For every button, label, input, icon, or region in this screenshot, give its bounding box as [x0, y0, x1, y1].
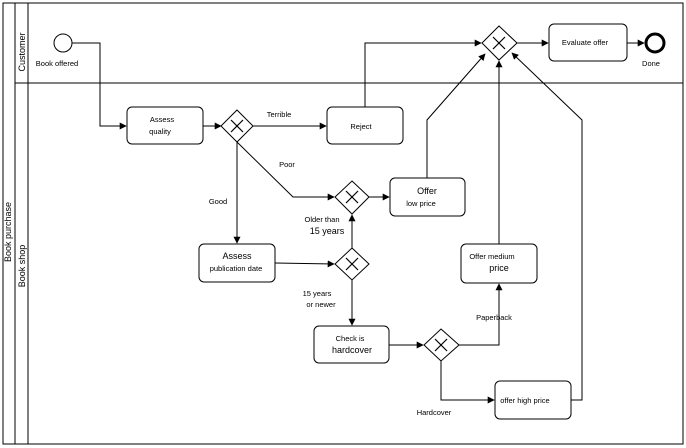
task-reject[interactable]: Reject [326, 106, 404, 145]
task-label: offer high price [500, 396, 549, 405]
exclusive-gateway-x-icon [492, 36, 506, 50]
task-label-line2: low price [406, 199, 436, 208]
task-offer-low-price[interactable]: Offer low price [389, 177, 466, 217]
end-event-label: Done [642, 59, 660, 68]
flow-high-price-to-merge [511, 52, 583, 401]
flow-assess-date-to-gateway [274, 260, 335, 268]
flow-label-good: Good [209, 197, 227, 206]
task-assess-publication-date[interactable]: Assess publication date [198, 243, 276, 283]
task-label-line2: publication date [210, 264, 263, 273]
flow-poor [236, 141, 335, 201]
lane-label-customer: Customer [17, 32, 27, 71]
lane-label-bookshop: Book shop [17, 245, 27, 288]
exclusive-gateway-x-icon [230, 119, 244, 133]
gateway-publication-age[interactable] [334, 247, 370, 281]
gateway-quality[interactable] [220, 109, 254, 143]
flow-label-newer-line2: or newer [306, 300, 336, 309]
task-label-line1: Check is [336, 334, 365, 343]
gateway-offer-merge[interactable] [481, 25, 518, 61]
flow-hardcover [440, 361, 495, 404]
exclusive-gateway-x-icon [434, 338, 448, 352]
flow-start-to-assess-quality [72, 42, 127, 130]
pool-label: Book purchase [3, 202, 13, 262]
task-label-line2: price [489, 263, 509, 273]
task-label-line2: quality [149, 127, 171, 136]
task-label-line2: hardcover [332, 345, 372, 355]
task-label-line1: Assess [222, 251, 252, 261]
gateway-binding[interactable] [423, 328, 460, 362]
flow-label-newer-line1: 15 years [303, 289, 332, 298]
task-evaluate-offer[interactable]: Evaluate offer [548, 23, 628, 62]
task-label-line1: Offer [417, 186, 437, 196]
task-label: Reject [350, 122, 372, 131]
flow-label-terrible: Terrible [267, 110, 292, 119]
flow-reject-to-merge [364, 39, 482, 107]
task-assess-quality[interactable]: Assess quality [126, 106, 204, 145]
task-check-hardcover[interactable]: Check is hardcover [313, 325, 390, 364]
task-label-line1: Assess [150, 115, 174, 124]
flow-label-older-line1: Older than [304, 215, 339, 224]
sequence-flows [72, 39, 645, 404]
exclusive-gateway-x-icon [345, 190, 359, 204]
flow-label-hardcover: Hardcover [417, 408, 452, 417]
task-label-line1: Offer medium [469, 252, 514, 261]
flow-paperback [459, 283, 503, 346]
flow-label-poor: Poor [279, 160, 295, 169]
start-event[interactable] [53, 33, 73, 53]
task-label: Evaluate offer [562, 38, 609, 47]
flow-low-price-to-merge [426, 53, 486, 178]
exclusive-gateway-x-icon [345, 257, 359, 271]
task-offer-medium-price[interactable]: Offer medium price [460, 243, 538, 284]
start-event-label: Book offered [36, 59, 78, 68]
end-event[interactable] [644, 32, 666, 54]
flow-label-paperback: Paperback [476, 313, 512, 322]
task-offer-high-price[interactable]: offer high price [494, 380, 572, 420]
gateway-age-merge[interactable] [334, 180, 370, 215]
flow-label-older-line2: 15 years [310, 226, 345, 236]
